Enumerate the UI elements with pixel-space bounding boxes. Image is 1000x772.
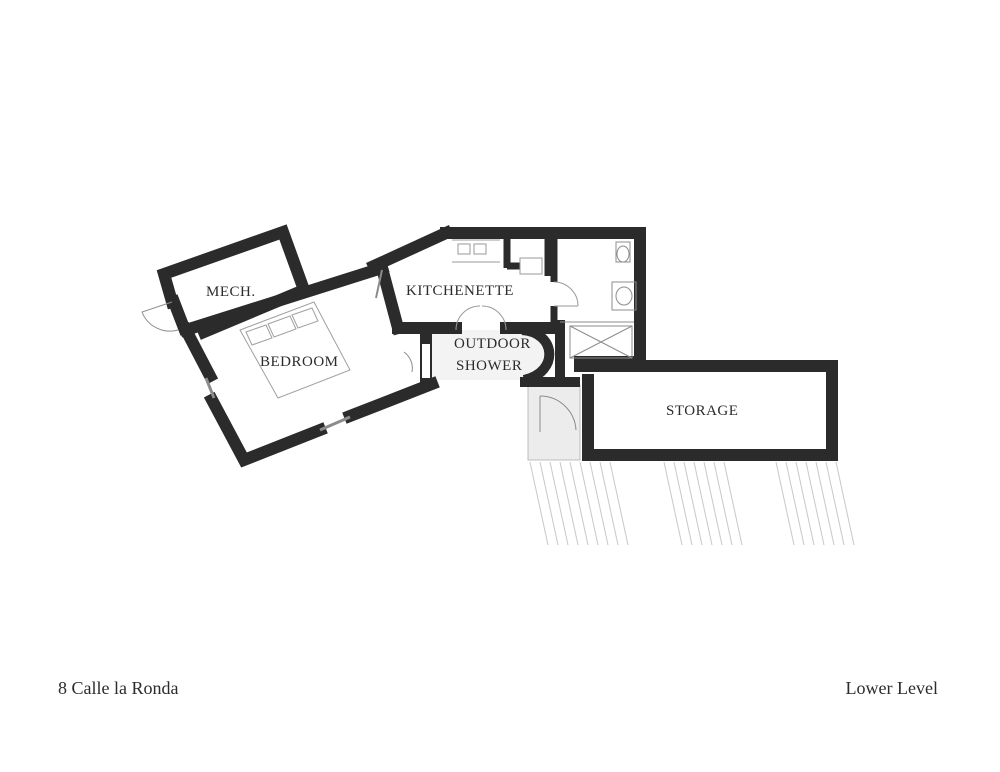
shower-floor (428, 330, 546, 380)
terrace-hatching (529, 461, 855, 546)
partitions (503, 236, 558, 330)
bed (239, 301, 351, 399)
doors-windows (141, 269, 577, 432)
room-label-kitchenette: KITCHENETTE (406, 283, 514, 299)
address-caption: 8 Calle la Ronda (58, 678, 179, 698)
shower-curved-wall (521, 325, 555, 385)
room-label-outdoor-shower-1: OUTDOOR (454, 336, 531, 352)
room-label-outdoor-shower-2: SHOWER (456, 358, 522, 374)
bath-fixtures (560, 241, 637, 359)
room-label-bedroom: BEDROOM (260, 354, 339, 370)
entry-paving (527, 384, 581, 461)
room-label-mech: MECH. (206, 284, 256, 300)
room-label-storage: STORAGE (666, 403, 738, 419)
level-caption: Lower Level (845, 678, 938, 698)
kitchen-fixtures (452, 239, 579, 331)
